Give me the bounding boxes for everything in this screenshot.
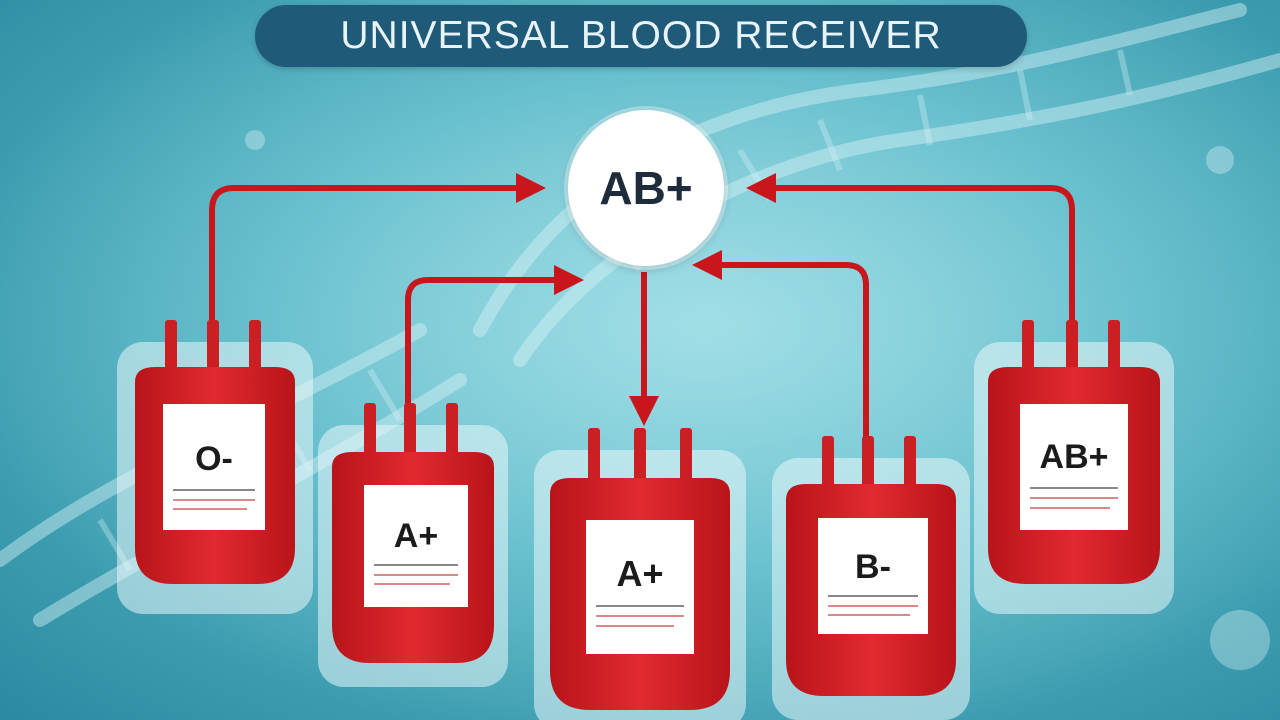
receiver-label: AB+ <box>599 162 693 214</box>
receiver-circle: AB+ <box>568 110 724 266</box>
bag-b-negative: B- <box>772 436 970 720</box>
bag-label-o-negative: O- <box>195 440 233 478</box>
bag-label-ab-positive: AB+ <box>1040 438 1109 476</box>
page-title: UNIVERSAL BLOOD RECEIVER <box>340 14 942 57</box>
bag-ab-positive: AB+ <box>974 320 1174 614</box>
bag-o-negative: O- <box>117 320 313 614</box>
bag-a-positive-left: A+ <box>318 403 508 687</box>
bag-label-a-positive-left: A+ <box>394 517 438 555</box>
title-banner: UNIVERSAL BLOOD RECEIVER <box>255 5 1027 67</box>
bag-a-positive-center: A+ <box>534 428 746 720</box>
bag-label-b-negative: B- <box>855 548 891 586</box>
bag-label-a-positive-center: A+ <box>616 553 663 594</box>
